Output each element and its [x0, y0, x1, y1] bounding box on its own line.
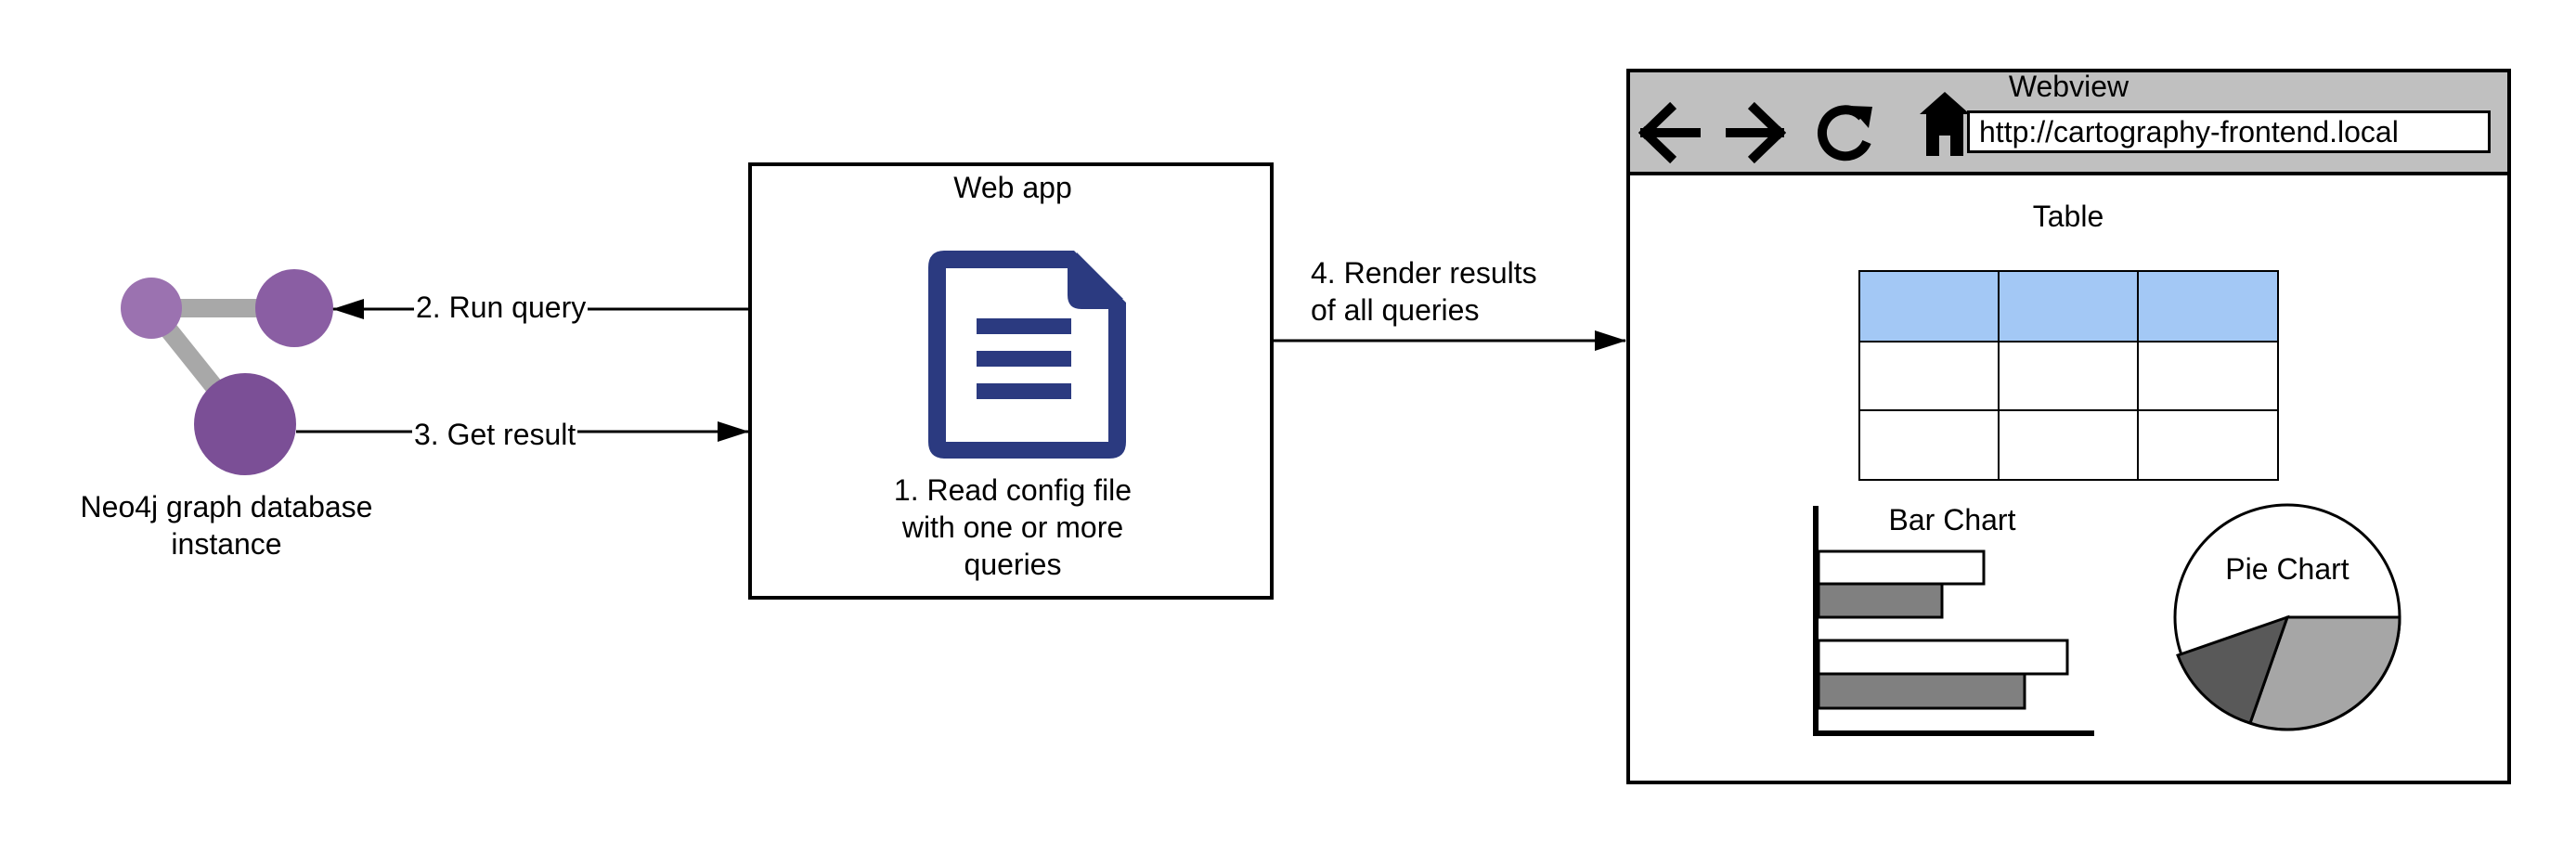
webview-table: [1858, 270, 2279, 481]
bar-chart-label: Bar Chart: [1888, 503, 2016, 536]
pie-chart-label: Pie Chart: [2225, 552, 2349, 586]
render-results-line1: 4. Render results: [1311, 256, 1537, 290]
pie-slice: [2176, 614, 2290, 725]
get-result-label: 3. Get result: [412, 416, 578, 453]
back-arrow-icon[interactable]: [1638, 101, 1701, 164]
refresh-icon[interactable]: [1818, 105, 1872, 162]
render-results-label: 4. Render results of all queries: [1311, 254, 1537, 329]
graph-nodes-icon: [121, 269, 333, 475]
home-icon[interactable]: [1920, 92, 1970, 156]
address-bar[interactable]: http://cartography-frontend.local: [1967, 110, 2491, 153]
document-icon: [928, 251, 1126, 459]
bar: [1817, 672, 2026, 710]
webapp-title: Web app: [953, 171, 1072, 204]
address-bar-url: http://cartography-frontend.local: [1979, 115, 2399, 149]
bar: [1817, 549, 1986, 586]
run-query-label: 2. Run query: [414, 289, 589, 326]
graph-node: [194, 373, 296, 475]
webapp-caption: 1. Read config file with one or more que…: [750, 472, 1275, 583]
neo4j-label: Neo4j graph database instance: [41, 488, 412, 562]
pie-slice: [2248, 615, 2401, 731]
pie-chart-graphic: [2173, 503, 2401, 731]
bar: [1817, 582, 1944, 619]
webapp-caption-line3: queries: [964, 548, 1062, 581]
render-results-line2: of all queries: [1311, 293, 1480, 327]
neo4j-label-line1: Neo4j graph database: [80, 490, 373, 523]
table-label: Table: [2032, 200, 2104, 233]
webapp-caption-line1: 1. Read config file: [893, 473, 1133, 507]
webapp-caption-line2: with one or more: [901, 511, 1124, 544]
graph-node: [121, 278, 182, 339]
bar-chart-graphic: [1813, 506, 2094, 736]
webview-title: Webview: [2008, 70, 2129, 103]
forward-arrow-icon[interactable]: [1726, 101, 1787, 164]
bar: [1817, 639, 2069, 676]
neo4j-label-line2: instance: [171, 527, 282, 561]
graph-node: [255, 269, 333, 347]
